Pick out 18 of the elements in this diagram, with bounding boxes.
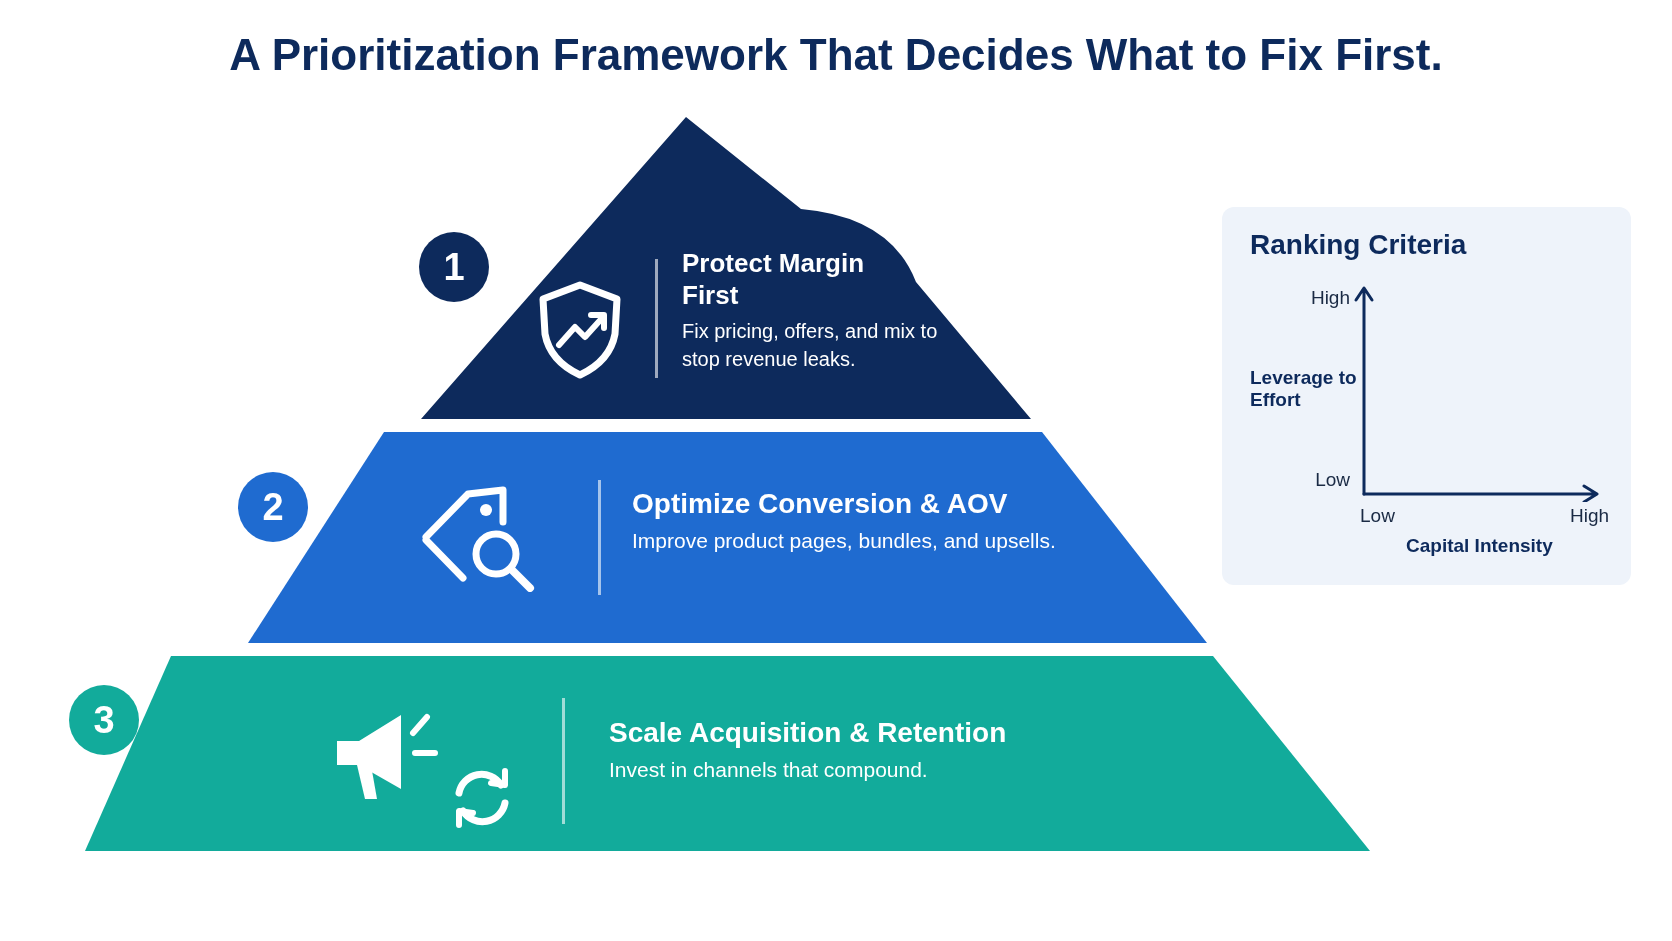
tier-description: Improve product pages, bundles, and upsells. (632, 528, 1057, 554)
axis-title: Leverage to Effort (1250, 367, 1358, 411)
number-badge: 2 (238, 472, 308, 542)
title: A Prioritization Framework That Decides What to Fix First. (229, 30, 1443, 79)
axis-label: High (1570, 505, 1610, 527)
axis-title: Capital Intensity (1406, 535, 1553, 557)
tier-heading: Scale Acquisition & Retention (609, 716, 1008, 750)
axis-label: Low (1314, 469, 1350, 491)
number-badge: 3 (69, 685, 139, 755)
tier-heading: Optimize Conversion & AOV (632, 487, 1009, 521)
criteria-panel (1222, 207, 1631, 585)
number-badge: 1 (419, 232, 489, 302)
tier-description: Fix pricing, offers, and mix to stop revenue leaks. (682, 319, 939, 372)
panel-heading: Ranking Criteria (1250, 229, 1467, 261)
axis-label: Low (1360, 505, 1395, 527)
tier-description: Invest in channels that compound. (609, 757, 929, 783)
tier-heading: Protect Margin First (682, 247, 866, 311)
axis-label: High (1309, 287, 1350, 309)
